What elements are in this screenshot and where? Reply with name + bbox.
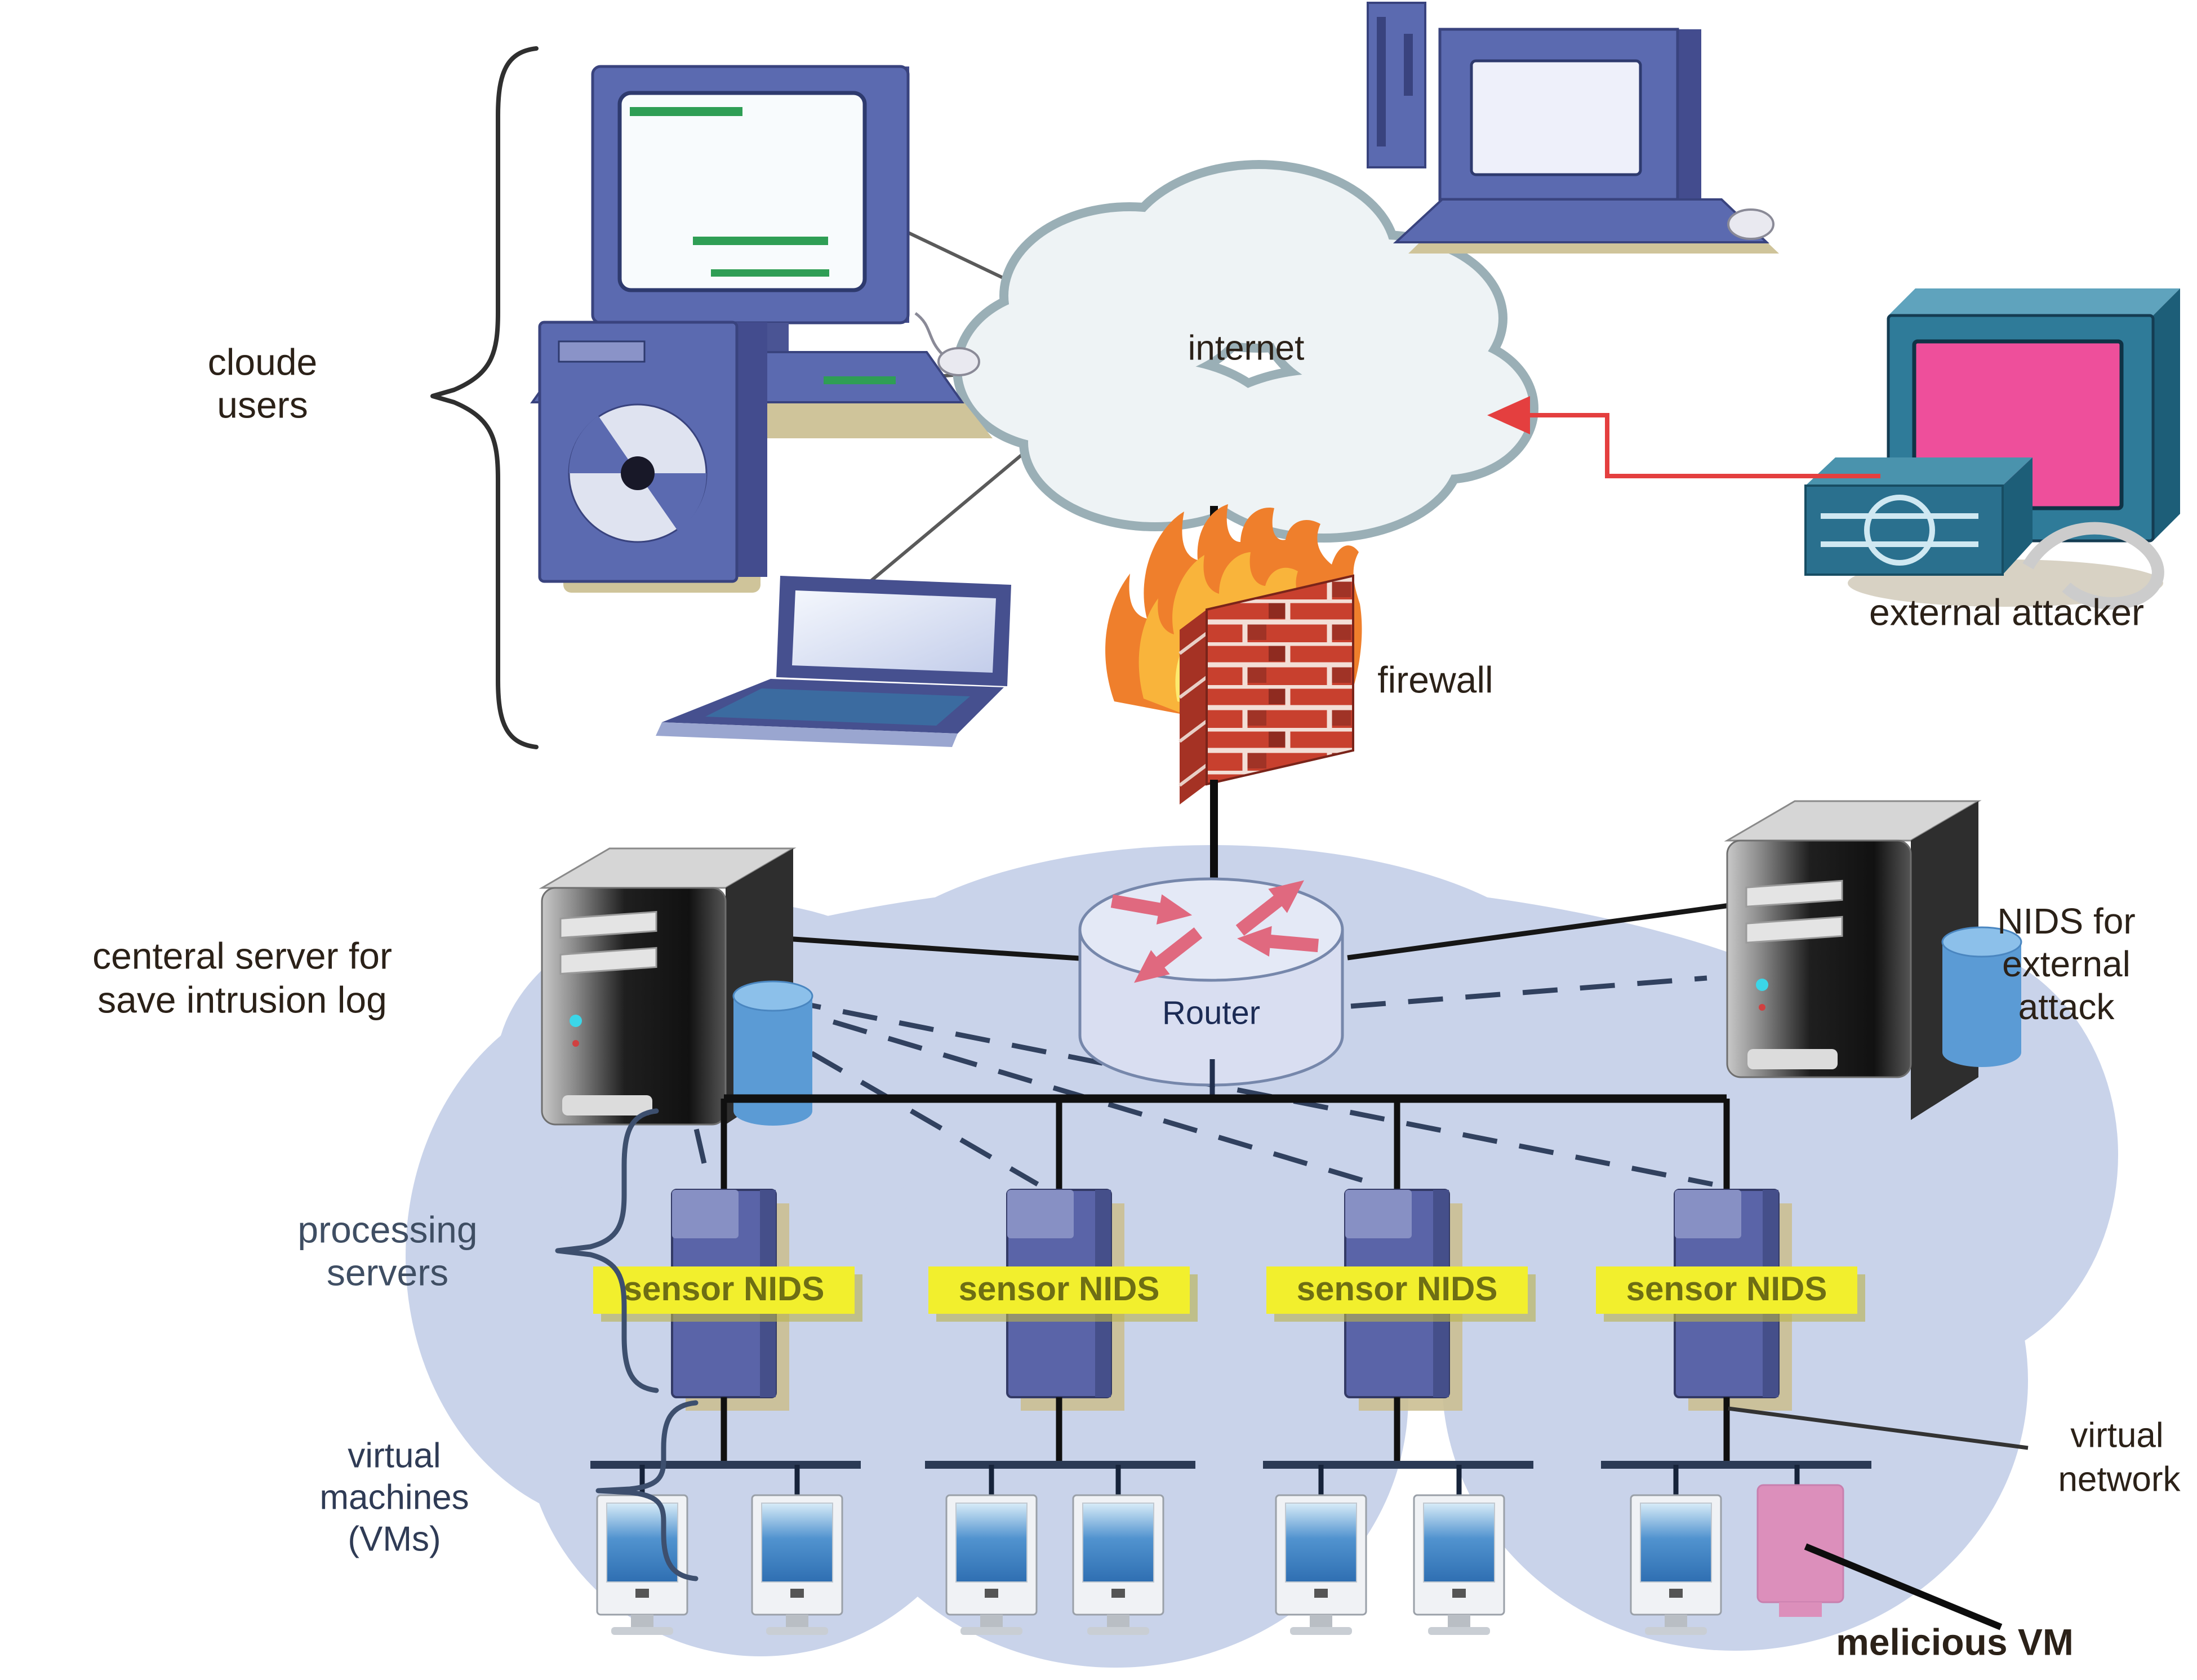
central-server-label-line2: save intrusion log (97, 979, 387, 1020)
internet-label: internet (1188, 328, 1305, 367)
external-nids-group: NIDS for external attack (1724, 800, 2136, 1120)
vm-monitor-icon (1630, 1494, 1722, 1635)
main-bus (721, 1094, 1730, 1191)
sensor-nids-3: sensor NIDS (1266, 1189, 1536, 1465)
server-tower-icon (1724, 800, 1982, 1120)
router-label: Router (1162, 994, 1260, 1031)
vm-monitor-icon (751, 1494, 843, 1635)
vm-monitor-icon (945, 1494, 1038, 1635)
sensor-nids-2: sensor NIDS (928, 1189, 1198, 1465)
vm-monitor-icon (1072, 1494, 1164, 1635)
media-server-icon (538, 321, 767, 593)
external-attacker-group: external attacker (1487, 288, 2180, 633)
virtual-machines-label-line2: machines (319, 1478, 469, 1517)
sensor-nids-label-4: sensor NIDS (1626, 1270, 1827, 1308)
attacker-hub-icon (1804, 457, 2033, 576)
sensor-nids-1: sensor NIDS (593, 1189, 862, 1465)
sensor-label-highlight (1266, 1266, 1528, 1314)
virtual-network-label-line1: virtual (2070, 1416, 2163, 1455)
virtual-network-callout: virtual network (1728, 1406, 2181, 1499)
malicious-vm-icon (1756, 1484, 1844, 1617)
processing-servers-label-line2: servers (327, 1251, 448, 1293)
nids-external-label-line3: attack (2018, 986, 2115, 1027)
malicious-vm-label: melicious VM (1836, 1621, 2074, 1663)
malicious-vm-callout: melicious VM (1804, 1543, 2074, 1663)
vm-monitor-icon (1413, 1494, 1505, 1635)
virtual-network-label-line2: network (2058, 1460, 2181, 1499)
router-icon (1078, 868, 1344, 1087)
sensor-nids-label-1: sensor NIDS (624, 1270, 825, 1308)
vm-monitor-icon (1275, 1494, 1367, 1635)
processing-servers-group: processing servers (297, 1108, 659, 1393)
vm-groups (590, 1461, 1871, 1635)
firewall-label: firewall (1377, 659, 1493, 700)
sensor-nids-label-2: sensor NIDS (959, 1270, 1160, 1308)
headset-icon (2022, 522, 2164, 610)
processing-servers-brace (555, 1108, 659, 1393)
router-group: Router (1078, 868, 1344, 1100)
cloud-users-brace (430, 46, 539, 749)
virtual-machines-label-line1: virtual (348, 1436, 441, 1475)
sensor-label-highlight (928, 1266, 1190, 1314)
virtual-machines-brace (595, 1400, 699, 1581)
sensor-label-highlight (593, 1266, 855, 1314)
brick-wall-icon (1178, 574, 1354, 805)
virtual-machines-label-line3: (VMs) (348, 1519, 441, 1558)
mouse-icon (1727, 208, 1774, 240)
terminal-code-marks (630, 107, 829, 277)
external-attacker-label: external attacker (1869, 591, 2144, 633)
sensor-nids-4: sensor NIDS (1596, 1189, 1865, 1465)
database-cylinder-icon (1941, 926, 2022, 1067)
sensor-nids-nodes: sensor NIDS sensor NIDS sensor NIDS (593, 1189, 1865, 1465)
sensor-label-highlight (1596, 1266, 1857, 1314)
virtual-machines-group-label: virtual machines (VMs) (319, 1400, 699, 1581)
firewall-group: firewall (1105, 504, 1493, 908)
database-cylinder-icon (732, 980, 813, 1126)
remote-user-computer-icon (1367, 2, 1779, 254)
laptop-icon (656, 576, 1011, 747)
central-log-server-group: centeral server for save intrusion log (92, 847, 813, 1126)
nids-external-label-line2: external (2002, 944, 2131, 984)
mouse-icon (937, 347, 980, 376)
cloud-users-label-line1: cloude (208, 341, 318, 383)
cloud-users-label-line2: users (217, 384, 308, 425)
internet-cloud-fill (962, 169, 1529, 534)
nids-external-label-line1: NIDS for (1997, 901, 2135, 941)
cloud-users-group: cloude users (208, 46, 1011, 749)
processing-servers-label-line1: processing (297, 1208, 477, 1250)
vm-monitor-icon (596, 1494, 688, 1635)
internet-cloud: internet (953, 160, 1538, 543)
vm-bus-lines (590, 1461, 1871, 1496)
sensor-nids-label-3: sensor NIDS (1297, 1270, 1498, 1308)
central-server-label-line1: centeral server for (92, 935, 392, 976)
attack-arrow (1487, 396, 1880, 478)
